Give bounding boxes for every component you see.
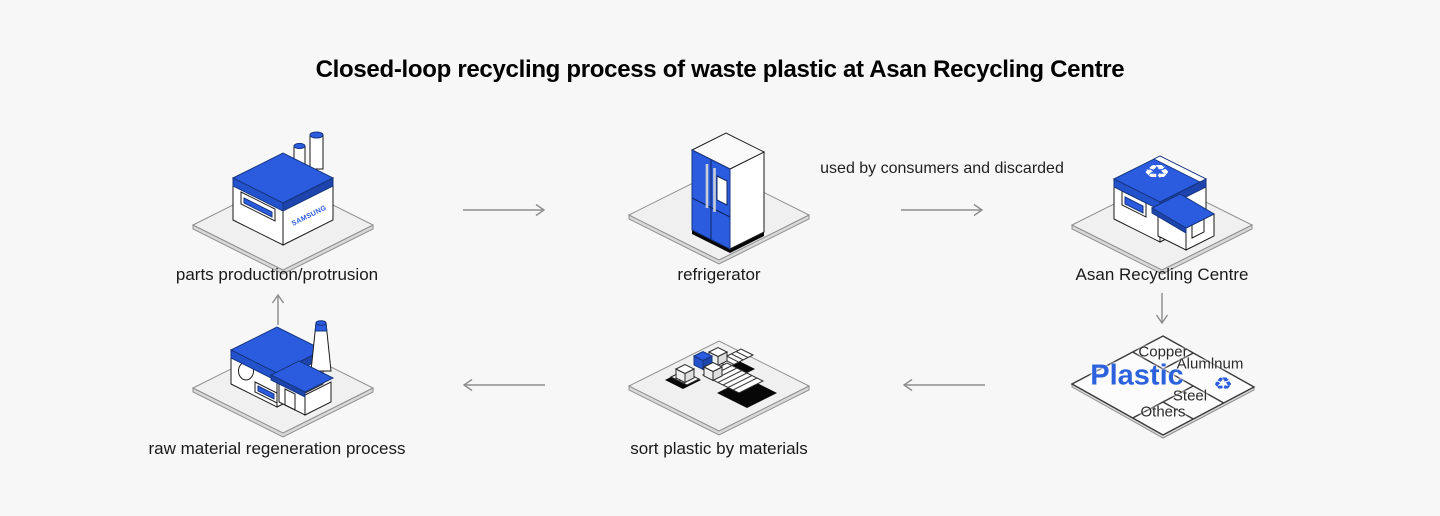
material-tile-copper: Copper <box>1138 343 1188 361</box>
page-title: Closed-loop recycling process of waste p… <box>315 56 1125 83</box>
platform <box>627 340 811 436</box>
sorting-line-illustration <box>627 340 811 436</box>
label-refrigerator: refrigerator <box>677 265 761 284</box>
material-tile-aluminum: Alumlnum <box>1176 355 1244 373</box>
refrigerator-illustration <box>627 132 811 265</box>
regeneration-factory-illustration <box>191 320 375 438</box>
factory-building: SAMSUNG <box>231 131 335 246</box>
arrow-right-refrigerator-to-centre <box>901 203 984 217</box>
arrow-left-sorting-to-regeneration <box>462 378 545 392</box>
sorted-materials-tiles-illustration <box>1070 335 1256 439</box>
annex <box>1150 193 1216 251</box>
plastic-cube-white <box>702 361 724 382</box>
arrow-down-centre-to-materials <box>1155 293 1169 325</box>
label-parts-production: parts production/protrusion <box>175 265 379 284</box>
consumer-flow-note: used by consumers and discarded <box>820 160 1064 177</box>
tapered-chimney <box>310 320 332 372</box>
material-tile-steel: Steel <box>1172 387 1208 405</box>
recycle-roof-icon: ♻ <box>1143 162 1171 182</box>
label-sort-plastic: sort plastic by materials <box>630 439 808 458</box>
recycle-tile-icon: ♻ <box>1213 375 1233 394</box>
regeneration-building <box>229 320 335 416</box>
dispenser-panel <box>716 175 728 206</box>
parts-production-factory-illustration: SAMSUNG <box>191 131 375 275</box>
annex <box>269 360 335 416</box>
label-asan-centre: Asan Recycling Centre <box>1075 265 1249 284</box>
label-regeneration: raw material regeneration process <box>148 439 406 458</box>
chimney-tall <box>309 134 324 170</box>
material-tile-others: Others <box>1140 403 1186 421</box>
refrigerator-body <box>690 132 766 253</box>
arrow-left-materials-to-sorting <box>902 378 985 392</box>
plastic-cube-white <box>674 363 696 384</box>
centre-building: ♻ <box>1112 155 1216 251</box>
material-tile-plastic: Plastic <box>1090 359 1184 392</box>
arrow-right-production-to-refrigerator <box>463 203 546 217</box>
arrow-up-regeneration-to-production <box>271 293 285 325</box>
sorting-machinery <box>665 346 777 408</box>
asan-recycling-centre-illustration: ♻ <box>1070 155 1254 275</box>
